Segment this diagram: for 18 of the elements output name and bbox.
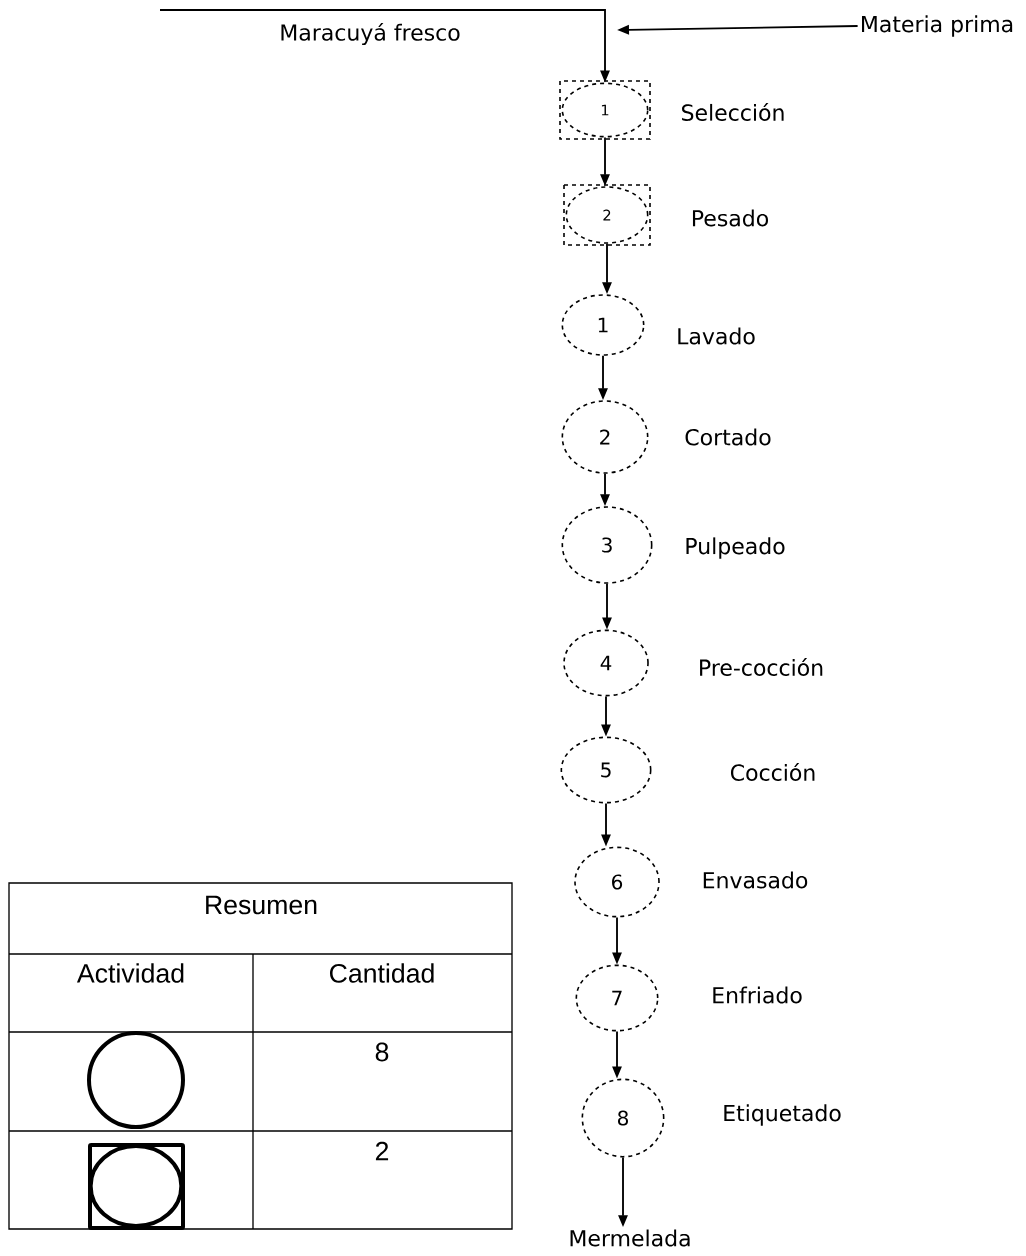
step-label: Lavado xyxy=(678,327,755,345)
step-label: Enfriado xyxy=(713,986,802,1004)
edge-label: Maracuyá fresco xyxy=(278,21,463,47)
step-label: Etiquetado xyxy=(724,1104,841,1126)
step-label: Pre-cocción xyxy=(700,658,823,676)
step-label: Cortado xyxy=(685,428,771,446)
table-cell: 2 xyxy=(375,1141,389,1161)
table-header: Resumen xyxy=(206,895,317,915)
step-label: Selección xyxy=(682,103,784,121)
step-label: Pulpeado xyxy=(686,537,785,559)
step-label: Cocción xyxy=(730,763,815,781)
flow-text: Mermelada xyxy=(570,1229,690,1247)
column-header: Cantidad xyxy=(330,963,434,983)
column-header: Actividad xyxy=(76,963,184,983)
table-cell: 8 xyxy=(375,1042,389,1062)
step-label: Pesado xyxy=(692,209,768,227)
step-label: Envasado xyxy=(703,871,808,889)
flow-text: Materia prima xyxy=(862,15,1013,37)
